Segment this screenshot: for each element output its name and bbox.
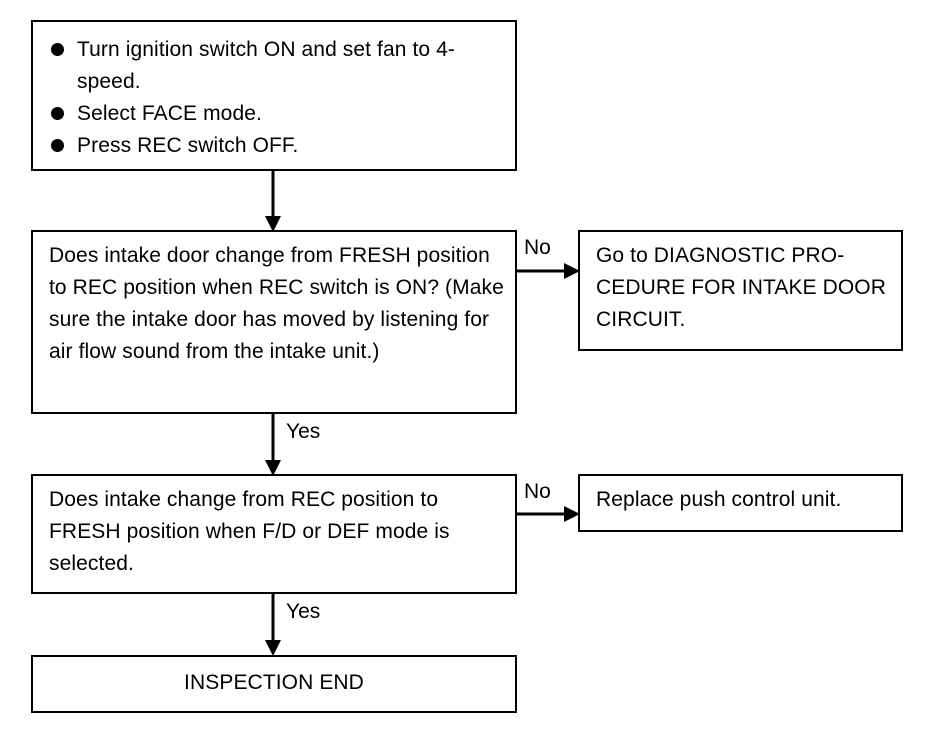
outcome-1-text: Go to DIAGNOSTIC PRO-CEDURE FOR INTAKE D…	[596, 244, 886, 331]
question-2-yes-label: Yes	[286, 600, 321, 623]
bullet-icon	[51, 107, 64, 120]
end-text: INSPECTION END	[184, 671, 364, 694]
question-2-text: Does intake change from REC position to …	[49, 488, 450, 575]
step-item: Press REC switch OFF.	[47, 130, 497, 162]
question-2-no-label: No	[524, 480, 551, 503]
arrow-down-icon	[265, 460, 281, 476]
step-item: Select FACE mode.	[47, 98, 497, 130]
arrow-right-icon	[564, 263, 580, 279]
bullet-icon	[51, 139, 64, 152]
start-box: Turn ignition switch ON and set fan to 4…	[31, 20, 517, 171]
question-1-yes-label: Yes	[286, 420, 321, 443]
end-box: INSPECTION END	[31, 655, 517, 713]
arrow-down-icon	[265, 640, 281, 656]
arrow-down-icon	[265, 216, 281, 232]
outcome-2-box: Replace push control unit.	[578, 474, 903, 532]
step-item: Turn ignition switch ON and set fan to 4…	[47, 34, 497, 98]
question-1-no-label: No	[524, 236, 551, 259]
start-steps: Turn ignition switch ON and set fan to 4…	[47, 34, 497, 162]
question-1-text: Does intake door change from FRESH posit…	[49, 244, 504, 363]
bullet-icon	[51, 43, 64, 56]
outcome-1-box: Go to DIAGNOSTIC PRO-CEDURE FOR INTAKE D…	[578, 230, 903, 351]
arrow-right-icon	[564, 506, 580, 522]
question-2-box: Does intake change from REC position to …	[31, 474, 517, 594]
question-1-box: Does intake door change from FRESH posit…	[31, 230, 517, 414]
outcome-2-text: Replace push control unit.	[596, 488, 842, 511]
